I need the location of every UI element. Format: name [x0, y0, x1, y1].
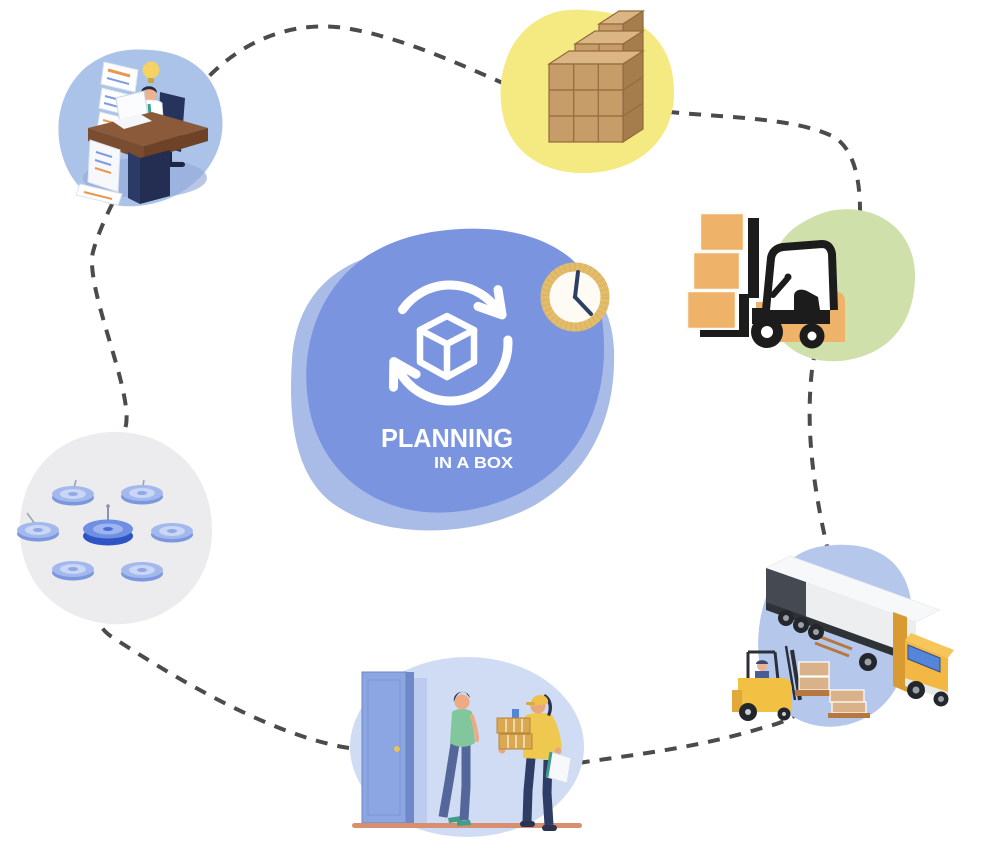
- hub-disc: [52, 486, 94, 506]
- hub-disc: [17, 522, 59, 542]
- center-title: PLANNING: [381, 423, 513, 453]
- scene-network-hubs: [17, 431, 213, 625]
- customer-person: [438, 691, 479, 826]
- loading-forklift: [732, 645, 833, 721]
- ground-pallets: [828, 689, 870, 718]
- scene-center-logo: PLANNING IN A BOX: [291, 228, 615, 531]
- forklift-fork: [700, 330, 749, 337]
- forklift-wheels: [751, 316, 825, 349]
- hub-disc: [151, 523, 193, 543]
- desk-cabinet: [128, 150, 170, 204]
- scene-warehouse-boxes: [500, 9, 675, 174]
- delivery-crates: [496, 709, 533, 750]
- door-knob: [394, 746, 400, 752]
- forklift-mast: [739, 218, 759, 334]
- hub-disc: [121, 485, 163, 505]
- desk-pedestal-banner: [75, 139, 123, 206]
- desk: [88, 90, 208, 160]
- scene-truck-loading: [732, 544, 954, 727]
- carton-stack: [546, 9, 646, 144]
- cube-icon: [416, 312, 478, 381]
- scene-forklift-loading: [685, 209, 916, 362]
- cycle-arrows-icon: [389, 280, 513, 406]
- forklift-cab: [762, 240, 838, 311]
- center-subtitle: IN A BOX: [434, 455, 514, 472]
- door: [361, 671, 427, 824]
- lightbulb-icon: [142, 61, 160, 83]
- semi-truck: [765, 555, 954, 707]
- scene-planner-at-desk: [58, 49, 223, 207]
- scene-delivery-handover: [350, 657, 584, 837]
- hub-disc: [121, 562, 163, 582]
- delivery-person: [496, 694, 572, 831]
- clock-icon: [540, 262, 610, 332]
- hub-disc: [52, 561, 94, 581]
- forklift-cargo-boxes: [685, 211, 746, 331]
- hub-disc-central: [83, 504, 133, 546]
